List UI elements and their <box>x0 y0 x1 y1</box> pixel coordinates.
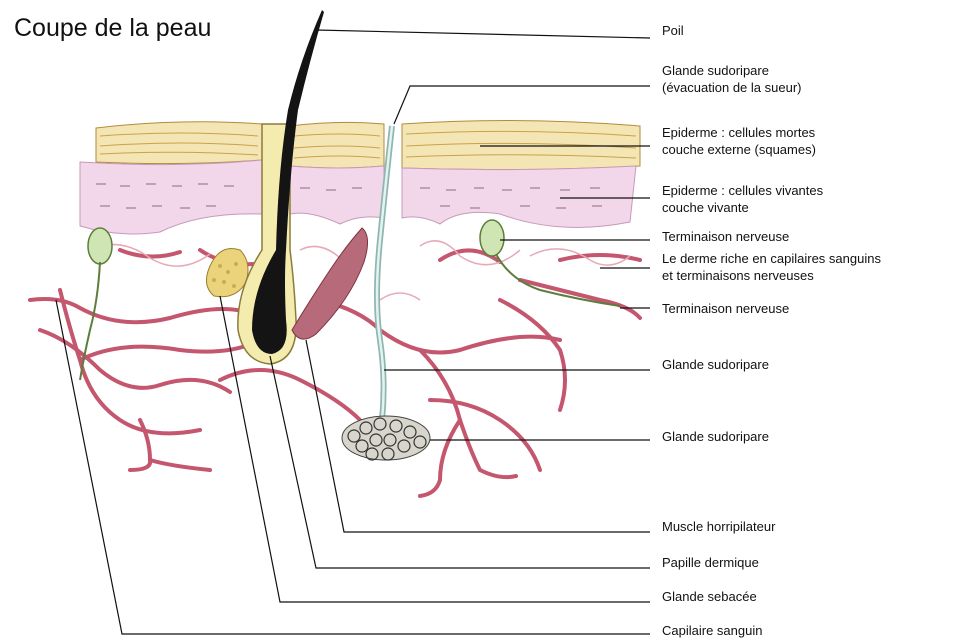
label-line: Terminaison nerveuse <box>662 228 789 245</box>
label-line: Poil <box>662 22 684 39</box>
leader-poil <box>316 30 650 38</box>
epidermis-living-layer <box>80 160 262 234</box>
label-line: Capilaire sanguin <box>662 622 762 639</box>
epidermis-living-layer-mid <box>290 166 384 224</box>
label-line: Glande sudoripare <box>662 62 801 79</box>
leader-lines <box>56 30 650 634</box>
diagram-title: Coupe de la peau <box>14 14 211 43</box>
label-papille-dermique: Papille dermique <box>662 554 759 571</box>
nerve-fiber-right <box>496 254 620 306</box>
nerve-ending-left <box>88 228 112 264</box>
label-line: Glande sudoripare <box>662 356 769 373</box>
label-line: Epiderme : cellules mortes <box>662 124 816 141</box>
label-capilaire-sanguin: Capilaire sanguin <box>662 622 762 639</box>
label-glande-sudoripare-evacuation: Glande sudoripare(évacuation de la sueur… <box>662 62 801 96</box>
label-poil: Poil <box>662 22 684 39</box>
label-line: Glande sudoripare <box>662 428 769 445</box>
label-terminaison-nerveuse-1: Terminaison nerveuse <box>662 228 789 245</box>
label-line: Terminaison nerveuse <box>662 300 789 317</box>
arrector-pili-muscle <box>292 228 368 339</box>
label-line: (évacuation de la sueur) <box>662 79 801 96</box>
epidermis-living-layer-right <box>402 166 636 227</box>
label-line: et terminaisons nerveuses <box>662 267 881 284</box>
label-line: Le derme riche en capilaires sanguins <box>662 250 881 267</box>
label-line: Epiderme : cellules vivantes <box>662 182 823 199</box>
label-glande-sebacee: Glande sebacée <box>662 588 757 605</box>
leader-papille <box>270 356 650 568</box>
label-line: Glande sebacée <box>662 588 757 605</box>
label-glande-sudoripare-2: Glande sudoripare <box>662 428 769 445</box>
label-glande-sudoripare-1: Glande sudoripare <box>662 356 769 373</box>
label-terminaison-nerveuse-2: Terminaison nerveuse <box>662 300 789 317</box>
epidermis-dead-layer-mid <box>290 122 384 168</box>
label-line: Muscle horripilateur <box>662 518 775 535</box>
label-line: couche externe (squames) <box>662 141 816 158</box>
leader-glande-sudoripare-evacuation <box>394 86 650 124</box>
label-line: Papille dermique <box>662 554 759 571</box>
label-muscle-horripilateur: Muscle horripilateur <box>662 518 775 535</box>
nerve-ending-right <box>480 220 504 256</box>
sweat-gland-coil <box>342 416 430 460</box>
label-line: couche vivante <box>662 199 823 216</box>
